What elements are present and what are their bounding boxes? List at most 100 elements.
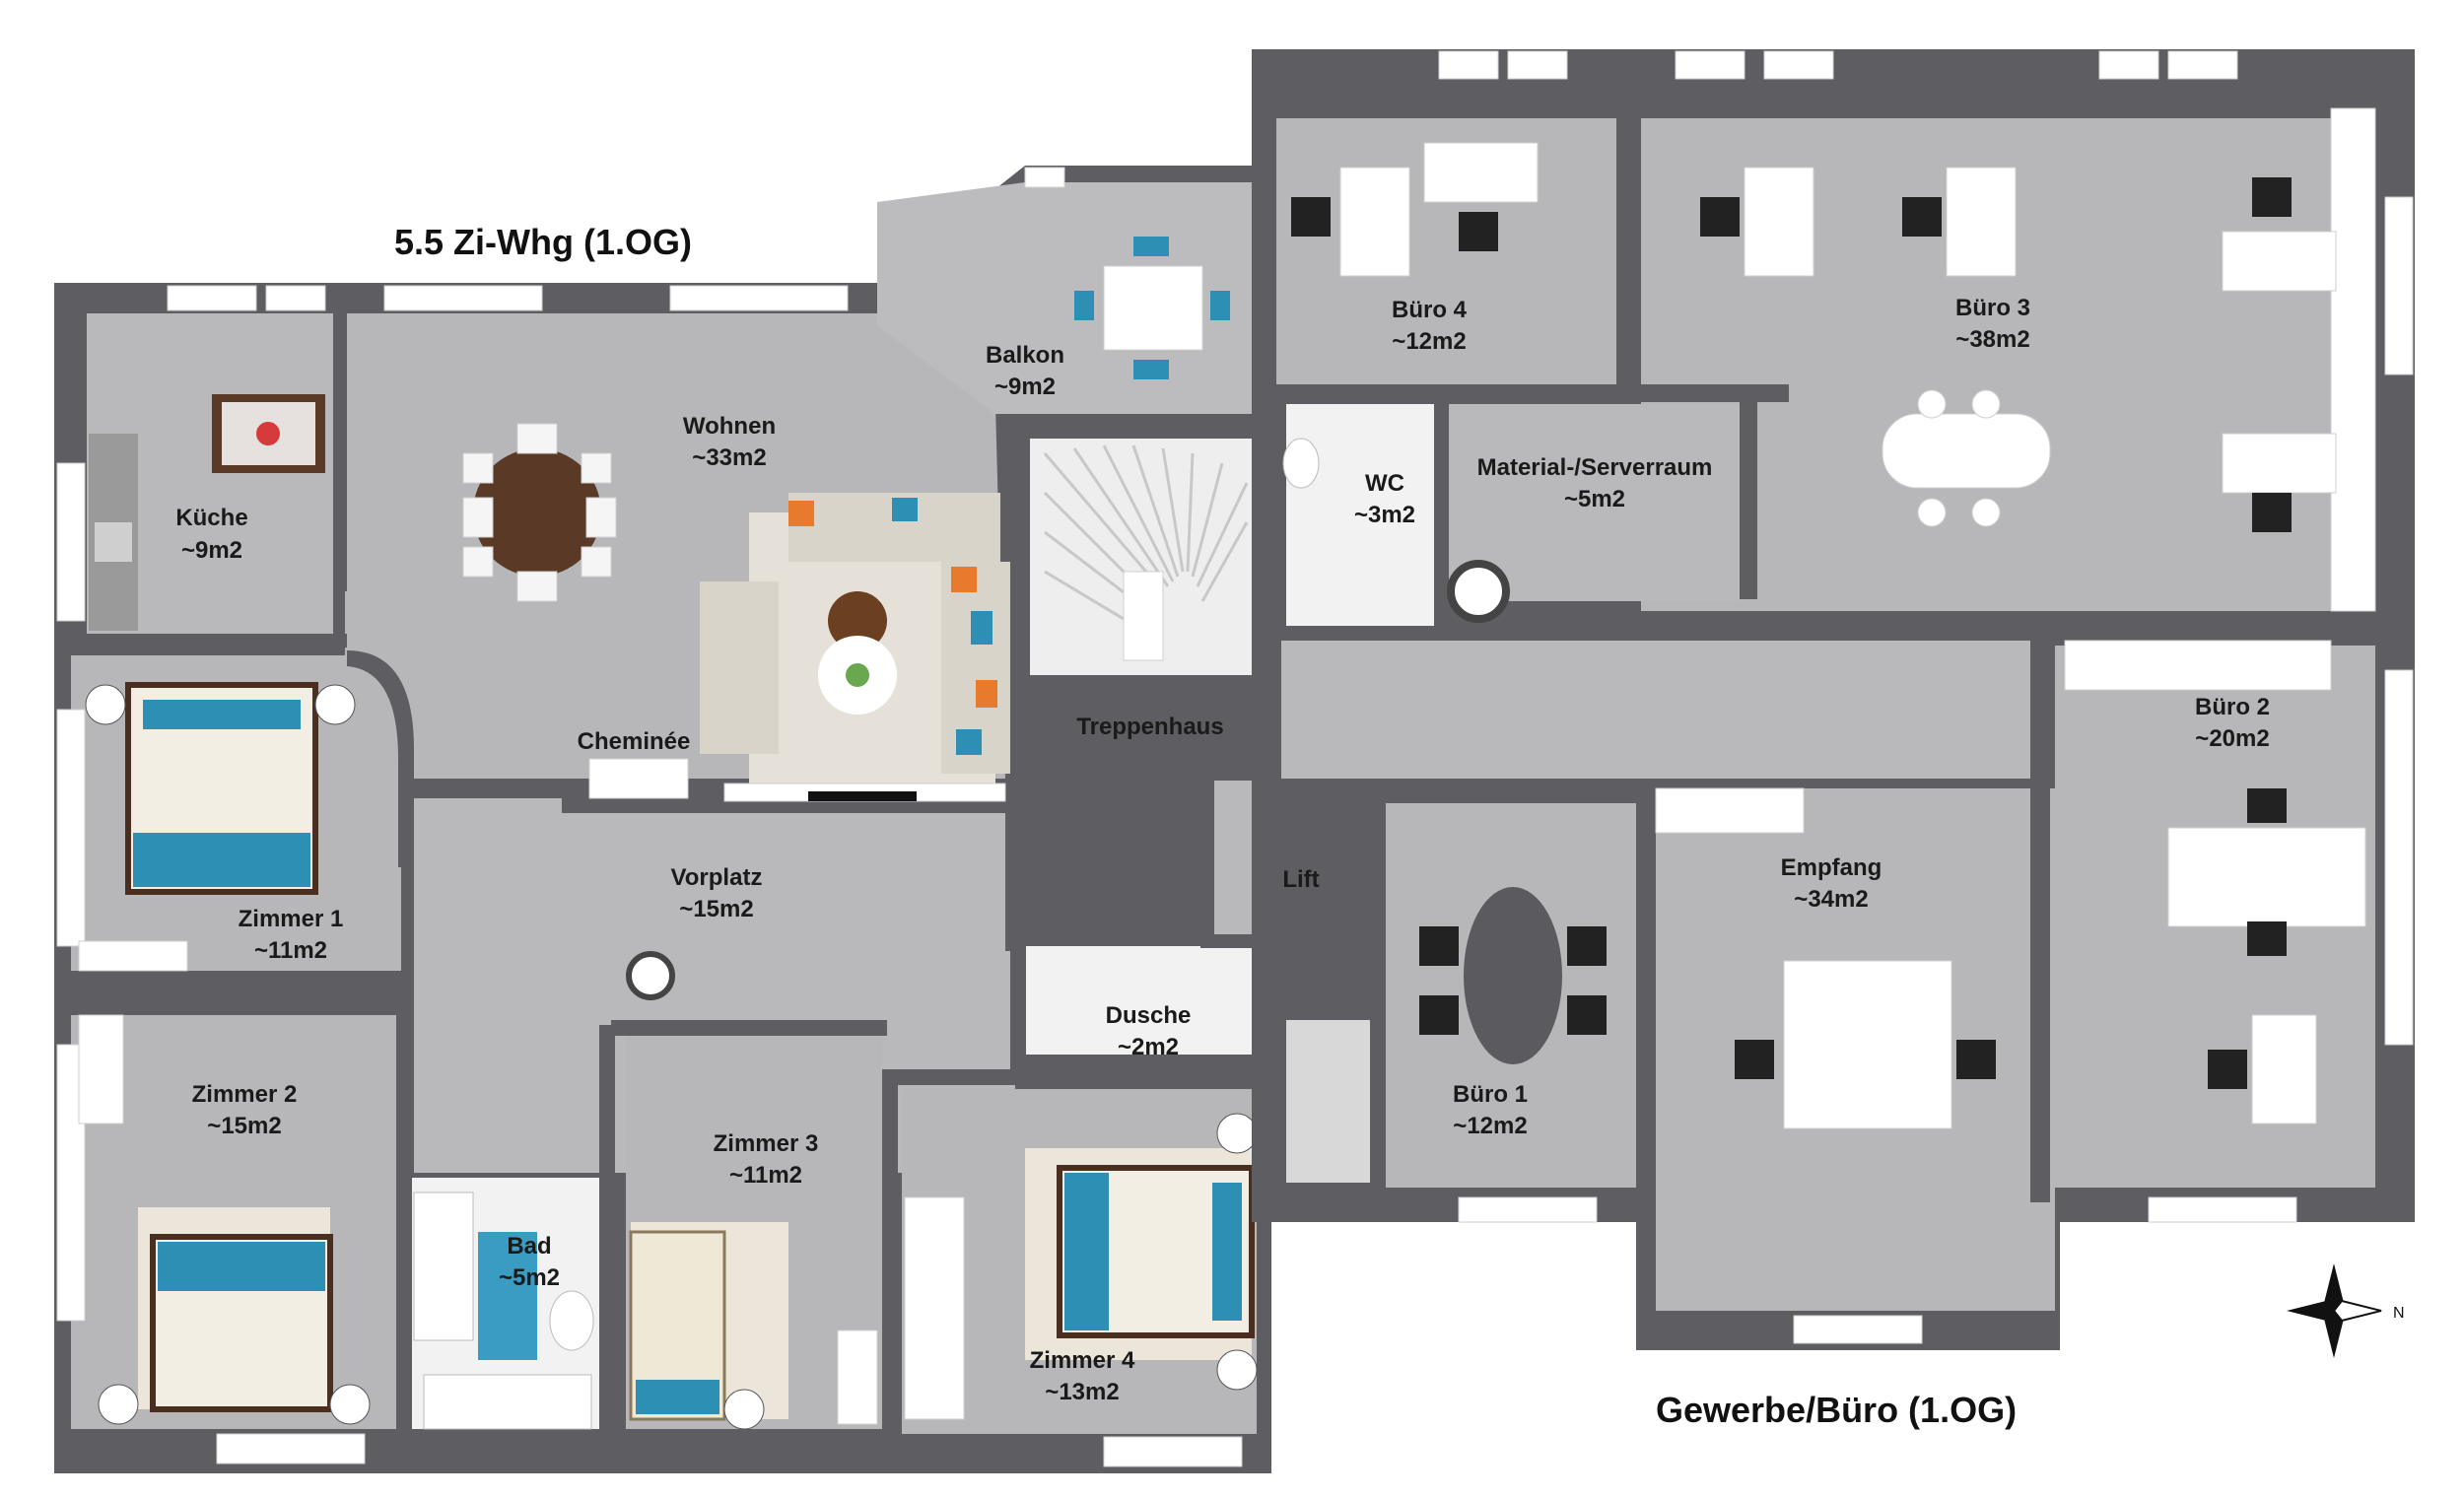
- cushion-blue-3: [956, 729, 982, 755]
- label-buero4-name: Büro 4: [1392, 297, 1468, 323]
- cushion-blue-1: [892, 498, 918, 521]
- compass-icon: [2287, 1263, 2382, 1358]
- dining-table: [473, 448, 601, 577]
- toilet-wc: [1282, 438, 1320, 489]
- table-flowers: [256, 422, 280, 445]
- cushion-blue-2: [971, 611, 992, 645]
- bed-zimmer4-blanket: [1064, 1173, 1109, 1330]
- label-buero4-area: ~12m2: [1392, 328, 1466, 355]
- label-vorplatz-name: Vorplatz: [671, 864, 763, 891]
- stair-landing: [1123, 571, 1164, 661]
- coffee-table-wood: [828, 591, 887, 650]
- label-buero1-name: Büro 1: [1453, 1081, 1528, 1108]
- nightstand-lamp-z2-left: [98, 1384, 139, 1425]
- reception-stools: [1917, 389, 2001, 527]
- fireplace-block: [588, 758, 689, 799]
- stair-steps: [1043, 444, 1249, 633]
- label-bad-name: Bad: [507, 1233, 551, 1260]
- label-balkon-name: Balkon: [986, 342, 1064, 369]
- room-labels: Küche ~9m2 Wohnen ~33m2 Balkon ~9m2 Chem…: [175, 295, 2270, 1405]
- label-bad-area: ~5m2: [499, 1264, 560, 1291]
- washbasin-bad: [413, 1192, 474, 1341]
- label-zimmer4-area: ~13m2: [1045, 1379, 1119, 1405]
- label-zimmer1-name: Zimmer 1: [239, 906, 344, 932]
- bathtub: [423, 1374, 592, 1430]
- shower-tray-bad: [478, 1232, 537, 1360]
- conference-table: [1464, 887, 1562, 1064]
- desk-zimmer1: [78, 940, 188, 972]
- label-buero3-name: Büro 3: [1955, 295, 2030, 321]
- office-chairs: [1291, 177, 2292, 1089]
- bed-zimmer2-blanket: [158, 1242, 325, 1291]
- office-windows: [1438, 50, 2414, 1344]
- office-plan: N: [1252, 49, 2415, 1358]
- label-wc-area: ~3m2: [1354, 502, 1415, 528]
- coffee-plant: [846, 663, 869, 687]
- dining-chairs: [462, 423, 617, 602]
- label-buero2-name: Büro 2: [2195, 694, 2270, 720]
- desk-zimmer3: [837, 1329, 878, 1425]
- apartment-plan: [54, 166, 1367, 1473]
- office-desks: [1339, 142, 2366, 1129]
- label-buero3-area: ~38m2: [1955, 326, 2029, 353]
- sofa-left: [700, 581, 779, 754]
- nightstand-lamp-z2-right: [329, 1384, 371, 1425]
- floor-office-wc2: [1286, 1020, 1375, 1183]
- cushion-orange-2: [951, 567, 977, 592]
- reception-island: [1882, 413, 2051, 489]
- label-wohnen-name: Wohnen: [683, 413, 776, 440]
- floor-dusche: [1020, 946, 1257, 1055]
- nightstand-lamp-z1-right: [314, 684, 356, 725]
- nightstand-lamp-z4-bottom: [1216, 1349, 1258, 1391]
- wardrobe-zimmer4: [904, 1196, 965, 1420]
- bed-zimmer4-pillows: [1212, 1183, 1242, 1321]
- label-zimmer2-name: Zimmer 2: [192, 1081, 298, 1108]
- label-zimmer3-name: Zimmer 3: [714, 1130, 819, 1157]
- label-balkon-area: ~9m2: [994, 374, 1056, 400]
- label-empfang-area: ~34m2: [1794, 886, 1868, 913]
- label-wohnen-area: ~33m2: [692, 444, 766, 471]
- floor-corridor: [1281, 641, 2030, 779]
- office-interior-walls: [1276, 69, 2050, 1340]
- kitchen-sink: [95, 522, 132, 562]
- apartment-windows: [56, 167, 1243, 1467]
- tv-screen: [808, 791, 917, 801]
- label-zimmer2-area: ~15m2: [207, 1113, 281, 1139]
- label-vorplatz-area: ~15m2: [679, 896, 753, 922]
- label-empfang-name: Empfang: [1781, 854, 1882, 881]
- label-buero1-area: ~12m2: [1453, 1113, 1527, 1139]
- office-title: Gewerbe/Büro (1.OG): [1656, 1390, 2017, 1430]
- bed-zimmer3-blanket: [636, 1380, 719, 1414]
- label-zimmer4-name: Zimmer 4: [1030, 1347, 1135, 1374]
- label-dusche-area: ~2m2: [1118, 1034, 1179, 1060]
- floor-wc: [1286, 404, 1434, 626]
- compass-north-label: N: [2393, 1305, 2405, 1322]
- nightstand-lamp-z1-left: [85, 684, 126, 725]
- nightstand-lamp-z4-top: [1216, 1113, 1258, 1154]
- label-cheminee: Cheminée: [578, 728, 691, 755]
- label-treppenhaus: Treppenhaus: [1076, 714, 1223, 740]
- desk-zimmer2: [78, 1014, 124, 1124]
- bed-zimmer1-pillows: [143, 700, 301, 729]
- round-element-zimmer3: [626, 951, 675, 1000]
- apartment-title: 5.5 Zi-Whg (1.OG): [394, 222, 692, 262]
- cushion-orange-1: [788, 501, 814, 526]
- label-buero2-area: ~20m2: [2195, 725, 2269, 752]
- bed-zimmer1-blanket: [133, 833, 310, 887]
- label-kueche-area: ~9m2: [181, 537, 242, 564]
- label-kueche-name: Küche: [175, 505, 247, 531]
- balcony-table: [1103, 265, 1203, 351]
- label-zimmer3-area: ~11m2: [729, 1162, 802, 1189]
- toilet-bad: [549, 1290, 594, 1351]
- label-material-area: ~5m2: [1564, 486, 1625, 512]
- label-wc-name: WC: [1365, 470, 1404, 497]
- label-lift: Lift: [1282, 866, 1319, 893]
- cushion-orange-3: [976, 680, 997, 708]
- label-dusche-name: Dusche: [1106, 1002, 1192, 1029]
- server-rack-fan: [1447, 560, 1510, 623]
- nightstand-lamp-z3: [723, 1389, 765, 1430]
- balcony-chairs: [1074, 237, 1230, 379]
- label-material-name: Material-/Serverraum: [1477, 454, 1713, 481]
